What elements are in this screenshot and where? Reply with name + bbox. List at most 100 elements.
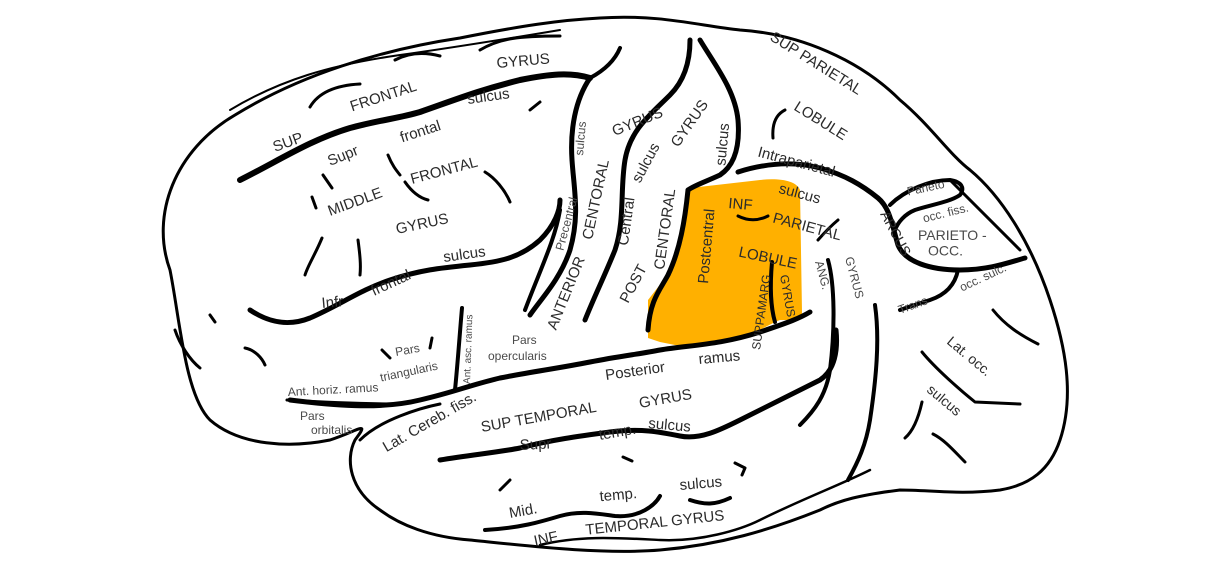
sup-parietal-mark xyxy=(771,108,787,140)
inferior-frontal-sulcus xyxy=(247,197,563,326)
mid-frontal-mark-8 xyxy=(528,100,542,112)
label-arcus: ARCUS xyxy=(877,208,914,259)
frontal-lower-marks-1 xyxy=(208,313,217,324)
label-temp-sup: temp. xyxy=(597,421,637,444)
superior-temporal-sulcus xyxy=(437,327,840,463)
label-trans: Trans xyxy=(896,293,929,316)
frontal-lower-marks-3 xyxy=(173,328,202,370)
label-gyrus-ant: GYRUS xyxy=(610,104,666,140)
label-ramus: ramus xyxy=(698,347,741,368)
label-temporal-gyrus: TEMPORAL GYRUS xyxy=(585,507,725,538)
inferior-temporal-sulcus xyxy=(483,494,662,532)
label-central: Central xyxy=(615,196,639,246)
label-anterior: ANTERIOR xyxy=(544,254,589,332)
label-lobule-sup: LOBULE xyxy=(791,98,850,144)
label-infr: Infr xyxy=(321,293,344,312)
label-occ-sulc: occ. sulc. xyxy=(957,260,1008,294)
mid-frontal-mark-3 xyxy=(386,153,402,177)
suppamarg-line xyxy=(768,260,777,324)
label-ant-horiz-ramus: Ant. horiz. ramus xyxy=(287,380,378,399)
label-gyrus-sup-temp: GYRUS xyxy=(638,386,693,412)
postcentral-lower xyxy=(645,187,691,333)
inf-parietal-mark xyxy=(736,214,770,222)
frontal-lower-marks-2 xyxy=(243,346,267,367)
label-intraparietal: Intraparietal xyxy=(756,144,837,181)
temporal-lobe-top xyxy=(358,402,442,442)
postcentral-sulcus xyxy=(685,37,741,193)
label-lat-occ: Lat. occ. xyxy=(944,333,995,379)
ant-asc-ramus-line xyxy=(453,306,464,392)
ant-horiz-ramus-line xyxy=(285,398,402,406)
label-gyrus-mid: GYRUS xyxy=(394,210,450,238)
label-postcentral: Postcentral xyxy=(695,208,718,284)
label-inf: INF xyxy=(728,195,754,214)
label-gyrus-post: GYRUS xyxy=(667,97,712,150)
label-pars-op-2: opercularis xyxy=(488,349,547,363)
label-pars-tri-2: triangularis xyxy=(379,359,439,385)
label-gyrus-top: GYRUS xyxy=(496,50,551,72)
label-occ: OCC. xyxy=(928,242,963,258)
label-sulcus-sup-temp: sulcus xyxy=(648,415,692,436)
sup-frontal-gyrus-line-1 xyxy=(308,82,362,109)
label-sulcus-postcentral: sulcus xyxy=(712,122,733,166)
trans-occ-sulcus xyxy=(898,268,960,312)
precentral-sulcus xyxy=(527,75,593,318)
label-pars-orb-1: Pars xyxy=(300,409,325,423)
mid-frontal-mark-2 xyxy=(310,195,318,210)
ang-gyrus-line xyxy=(798,258,836,427)
pars-mark-2 xyxy=(428,336,434,350)
mid-frontal-mark-4 xyxy=(403,180,430,202)
pars-mark-1 xyxy=(380,348,392,360)
temporal-mark-2 xyxy=(498,478,512,492)
inferior-temporal-bottom xyxy=(538,468,872,547)
lat-occ-sulcus-line xyxy=(920,350,1022,406)
intraparietal-sulcus xyxy=(735,161,1028,273)
sup-frontal-outline-inner xyxy=(229,29,561,111)
label-pars-op-1: Pars xyxy=(512,333,537,347)
label-sulcus-infr: sulcus xyxy=(442,243,486,266)
label-posterior: Posterior xyxy=(604,359,666,384)
mid-temporal-sulcus-piece xyxy=(688,496,732,506)
label-sulcus-mid-temp: sulcus xyxy=(679,473,723,494)
precentral-top-branch xyxy=(588,46,622,80)
label-sulcus-precentral-top: sulcus xyxy=(572,121,589,156)
mid-frontal-mark-1 xyxy=(321,173,334,190)
label-supr: Supr xyxy=(325,142,361,170)
label-sulcus-central: sulcus xyxy=(629,140,664,186)
label-frontal-mid: FRONTAL xyxy=(409,154,480,188)
label-inf-temporal: INF xyxy=(532,528,559,550)
lateral-fissure xyxy=(287,309,813,409)
parieto-occ-fissure xyxy=(888,178,965,232)
mid-frontal-mark-6 xyxy=(303,236,324,277)
label-post: POST xyxy=(617,262,651,306)
temporal-mark-1 xyxy=(621,455,634,463)
sup-frontal-gyrus-line-3 xyxy=(478,34,562,52)
mid-frontal-mark-5 xyxy=(483,170,512,204)
label-frontal-sulcus-word: frontal xyxy=(398,117,443,146)
sulcus-inf-parietal-mark xyxy=(816,218,840,242)
superior-frontal-sulcus xyxy=(237,71,593,183)
precentral-lower xyxy=(523,208,562,312)
label-supr-temp: Supr xyxy=(519,435,552,454)
label-middle: MIDDLE xyxy=(326,184,385,219)
label-sulcus-sup-frontal: sulcus xyxy=(466,85,510,108)
central-sulcus xyxy=(582,37,693,323)
label-gyrus-ang: GYRUS xyxy=(842,255,867,300)
parieto-occ-boundary xyxy=(948,178,1022,252)
mid-frontal-mark-7 xyxy=(356,238,362,277)
brain-outline xyxy=(161,15,1069,553)
occ-mark-3 xyxy=(931,432,967,464)
occ-mark-2 xyxy=(903,400,924,440)
label-pars-orb-2: orbitalis xyxy=(311,423,352,437)
temporal-occ-line xyxy=(846,303,880,482)
occ-mark-1 xyxy=(991,308,1040,346)
label-ant-asc-ramus: Ant. asc. ramus xyxy=(462,314,475,384)
label-parieto-occ: PARIETO - xyxy=(918,227,987,243)
label-sup-temporal: SUP TEMPORAL xyxy=(480,399,598,436)
label-centoral-ant: CENTORAL xyxy=(579,158,613,241)
label-pars-tri-1: Pars xyxy=(394,341,421,359)
supramarginal-highlight-region xyxy=(648,179,802,348)
temporal-mark-3 xyxy=(733,461,747,477)
